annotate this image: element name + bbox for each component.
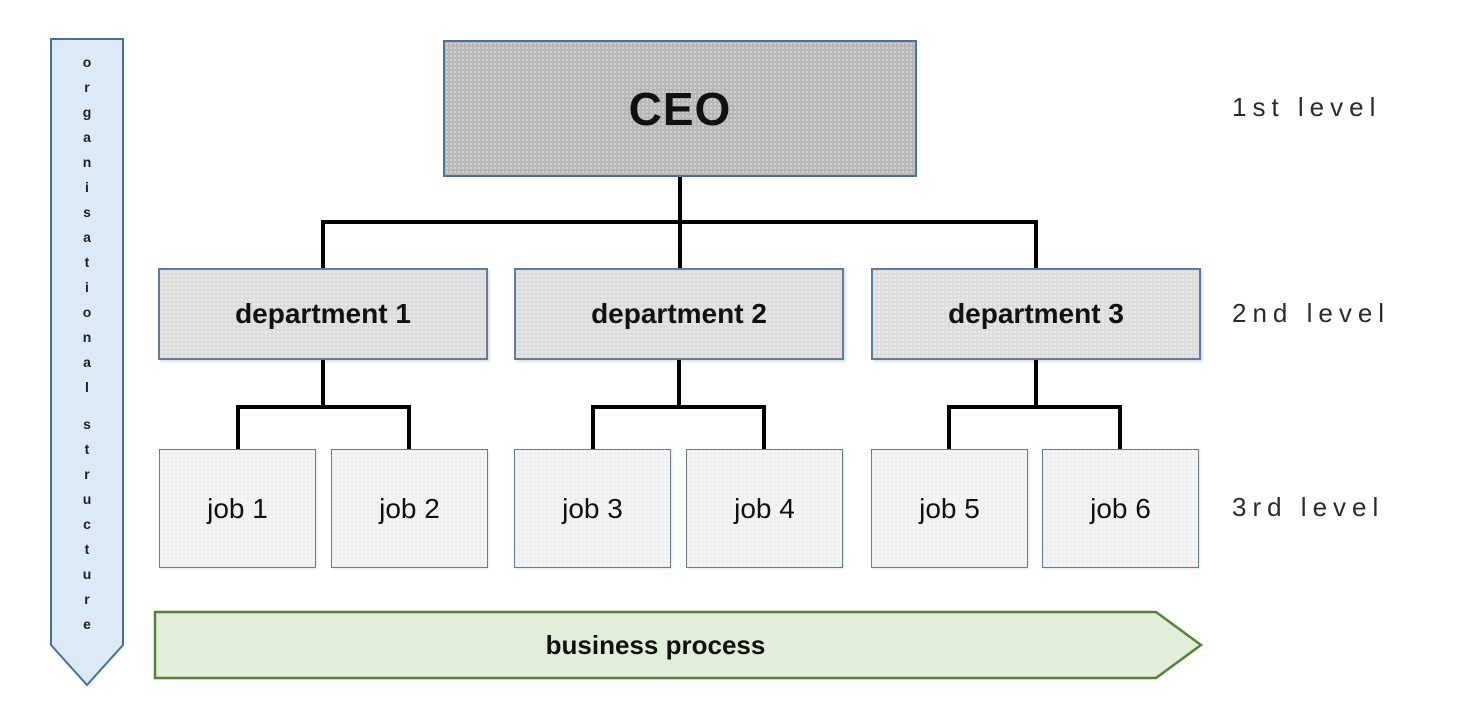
banner-letter: c [83, 516, 91, 532]
banner-letter: a [83, 229, 91, 245]
banner-letter: n [82, 154, 92, 170]
banner-letter: i [85, 279, 89, 295]
banner-letter: r [84, 591, 90, 607]
banner-letter: s [83, 416, 91, 432]
banner-letter: n [82, 329, 92, 345]
banner-letter: e [83, 616, 91, 632]
banner-letter: a [83, 354, 91, 370]
level-label-1: 1st level [1232, 92, 1382, 122]
job-3-label: job 3 [562, 492, 623, 524]
job-6-label: job 6 [1090, 492, 1151, 524]
process-arrow: business process [153, 610, 1205, 680]
banner-letter: t [84, 541, 90, 557]
job-box-3: job 3 [514, 449, 671, 568]
job-4-label: job 4 [734, 492, 795, 524]
job-box-6: job 6 [1042, 449, 1199, 568]
job-box-1: job 1 [159, 449, 316, 568]
job-1-label: job 1 [207, 492, 268, 524]
job-box-5: job 5 [871, 449, 1028, 568]
banner-letter: u [82, 491, 92, 507]
banner-letter: t [84, 441, 90, 457]
process-arrow-label: business process [545, 629, 766, 660]
right-arrow-shape [153, 610, 1204, 680]
job-box-4: job 4 [686, 449, 843, 568]
banner-letter: o [82, 54, 92, 70]
banner-letter: a [83, 129, 91, 145]
job-2-label: job 2 [379, 492, 440, 524]
level-label-3: 3rd level [1232, 492, 1385, 522]
banner-letter: s [83, 204, 91, 220]
down-arrow-banner-shape [50, 38, 124, 687]
banner-letter: r [84, 466, 90, 482]
banner-letter: u [82, 566, 92, 582]
department-box-1: department 1 [158, 268, 488, 360]
banner-letter: g [82, 104, 92, 120]
banner-letter: i [85, 179, 89, 195]
banner-letter: r [84, 79, 90, 95]
banner-letter: l [85, 379, 89, 395]
department-2-label: department 2 [591, 298, 767, 329]
ceo-label: CEO [628, 82, 732, 135]
job-box-2: job 2 [331, 449, 488, 568]
level-label-2: 2nd level [1232, 298, 1391, 328]
job-5-label: job 5 [919, 492, 980, 524]
banner-letter: t [84, 254, 90, 270]
department-box-3: department 3 [871, 268, 1201, 360]
ceo-box: CEO [443, 40, 917, 177]
department-1-label: department 1 [235, 298, 411, 329]
department-3-label: department 3 [948, 298, 1124, 329]
department-box-2: department 2 [514, 268, 844, 360]
banner-letter: o [82, 304, 92, 320]
